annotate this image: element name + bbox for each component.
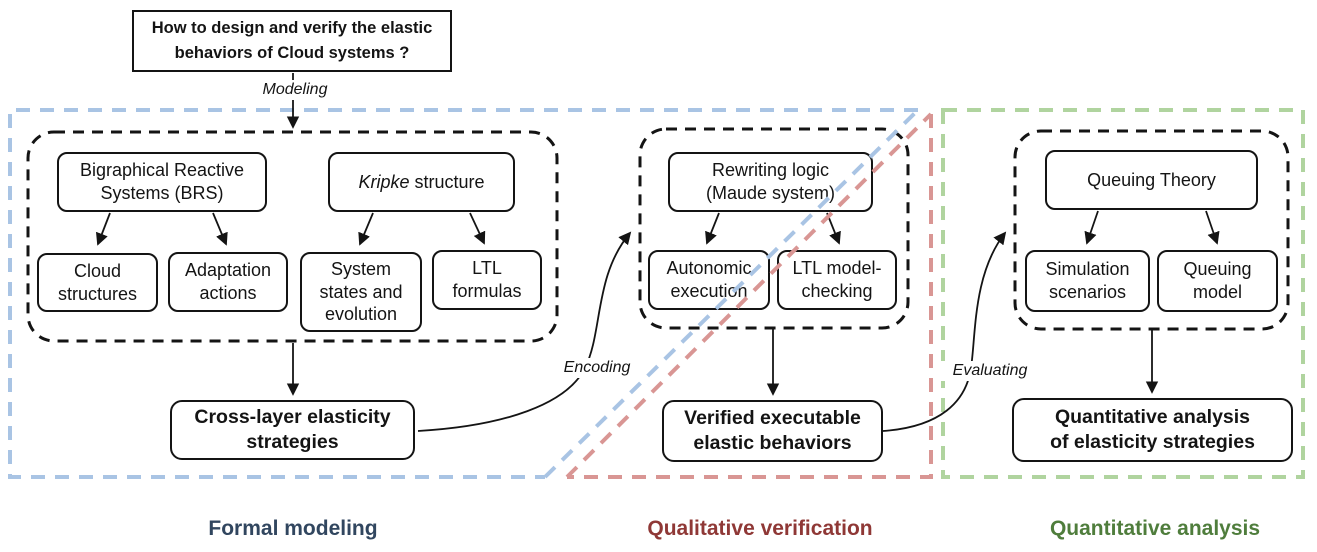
node-verified-executable-behaviors: Verified executable elastic behaviors xyxy=(662,400,883,462)
evaluating-edge-label: Evaluating xyxy=(941,361,1039,381)
formal-modeling-section-label: Formal modeling xyxy=(208,517,378,540)
arrow-kripke-to-system-states xyxy=(358,212,374,246)
node-queuing-theory: Queuing Theory xyxy=(1045,150,1258,210)
node-bigraphical-reactive-systems: Bigraphical Reactive Systems (BRS) xyxy=(57,152,267,212)
node-ltl-model-checking: LTL model- checking xyxy=(777,250,897,310)
arrow-queuing-to-model xyxy=(1205,210,1220,245)
node-simulation-scenarios: Simulation scenarios xyxy=(1025,250,1150,312)
quantitative-concepts-container xyxy=(1013,129,1290,331)
quantitative-analysis-section-label: Quantitative analysis xyxy=(1049,517,1261,540)
node-ltl-formulas: LTL formulas xyxy=(432,250,542,310)
node-cloud-structures: Cloud structures xyxy=(37,253,158,312)
arrow-kripke-to-ltl-formulas xyxy=(469,212,486,245)
node-autonomic-execution: Autonomic execution xyxy=(648,250,770,310)
qualitative-verification-section-label: Qualitative verification xyxy=(647,517,873,540)
encoding-edge-label: Encoding xyxy=(546,358,648,378)
arrow-brs-to-cloud-structures xyxy=(95,212,111,246)
arrow-queuing-to-simulation xyxy=(1084,210,1099,245)
node-quantitative-analysis-strategies: Quantitative analysis of elasticity stra… xyxy=(1012,398,1293,462)
arrow-rewriting-to-autonomic xyxy=(705,212,720,245)
kripke-italic-text: Kripke xyxy=(358,171,410,192)
kripke-rest-text: structure xyxy=(414,171,485,192)
formal-modeling-region-outline xyxy=(8,108,918,479)
quantitative-analysis-region-outline xyxy=(941,108,1305,479)
node-system-states-evolution: System states and evolution xyxy=(300,252,422,332)
node-rewriting-logic-maude: Rewriting logic (Maude system) xyxy=(668,152,873,212)
arrow-brs-to-adaptation-actions xyxy=(212,212,228,246)
node-adaptation-actions: Adaptation actions xyxy=(168,252,288,312)
modeling-edge-label: Modeling xyxy=(237,80,353,100)
research-question-box: How to design and verify the elastic beh… xyxy=(132,10,452,72)
arrow-rewriting-to-ltl-checking xyxy=(826,212,841,245)
node-queuing-model: Queuing model xyxy=(1157,250,1278,312)
node-cross-layer-elasticity-strategies: Cross-layer elasticity strategies xyxy=(170,400,415,460)
